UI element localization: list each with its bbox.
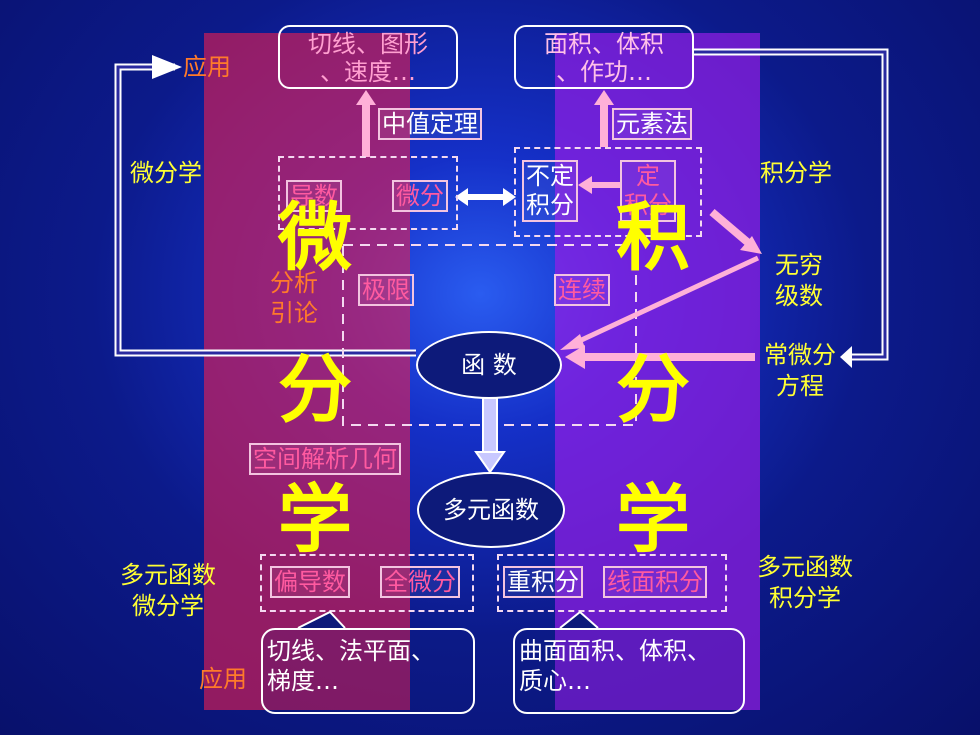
bottom-left-bubble: 切线、法平面、 梯度… — [261, 628, 475, 714]
label-fenxi: 分析 引论 — [270, 269, 318, 327]
bottom-right-bubble: 曲面面积、体积、 质心… — [513, 628, 745, 714]
big-char-fen-left: 分 — [278, 347, 352, 433]
big-char-xue-right: 学 — [616, 477, 690, 563]
multivariable-node: 多元函数 — [417, 472, 565, 548]
arrow-to-yingyong — [152, 55, 182, 79]
function-label: 函 数 — [461, 351, 517, 379]
label-duoyuan-weifen: 多元函数 微分学 — [120, 561, 216, 620]
integral-region — [514, 147, 702, 237]
derivative-region — [278, 156, 458, 230]
label-yuansufa: 元素法 — [612, 108, 692, 140]
label-yingyong-bottom: 应用 — [199, 665, 247, 693]
label-kongjian: 空间解析几何 — [249, 443, 401, 475]
label-weifen: 微分 — [392, 180, 448, 212]
big-char-fen-right: 分 — [616, 347, 690, 433]
function-node: 函 数 — [416, 331, 562, 399]
label-xianmian: 线面积分 — [603, 566, 707, 598]
label-changweifen: 常微分 方程 — [764, 341, 836, 400]
bottom-right-bubble-text: 曲面面积、体积、 质心… — [519, 637, 711, 695]
label-lianxu: 连续 — [554, 274, 610, 306]
label-duoyuan-jifen: 多元函数 积分学 — [757, 553, 853, 612]
label-yingyong-top: 应用 — [183, 53, 231, 81]
label-zhongjifen: 重积分 — [503, 566, 583, 598]
multivariable-label: 多元函数 — [443, 496, 539, 524]
top-right-box: 面积、体积 、作功… — [514, 25, 694, 89]
top-left-box: 切线、图形 、速度… — [278, 25, 458, 89]
multiple-integral-region — [497, 554, 727, 612]
label-budingjifen: 不定 积分 — [522, 160, 578, 222]
big-char-xue-left: 学 — [278, 477, 352, 563]
label-jifenxue: 积分学 — [760, 159, 832, 187]
big-char-ji: 积 — [616, 195, 690, 281]
label-wuqiong: 无穷 级数 — [775, 251, 823, 310]
label-daoshu: 导数 — [286, 180, 342, 212]
label-zhongzhi: 中值定理 — [378, 108, 482, 140]
bottom-left-bubble-text: 切线、法平面、 梯度… — [267, 637, 435, 695]
arrow-to-changweifen — [840, 346, 852, 368]
label-weifenxue: 微分学 — [130, 159, 202, 187]
partial-derivative-region — [260, 554, 474, 612]
big-char-wei: 微 — [278, 195, 352, 281]
label-jixian: 极限 — [358, 274, 414, 306]
label-quanweifen: 全微分 — [380, 566, 460, 598]
label-piandaoshu: 偏导数 — [270, 566, 350, 598]
label-dingjifen: 定 积分 — [620, 160, 676, 222]
